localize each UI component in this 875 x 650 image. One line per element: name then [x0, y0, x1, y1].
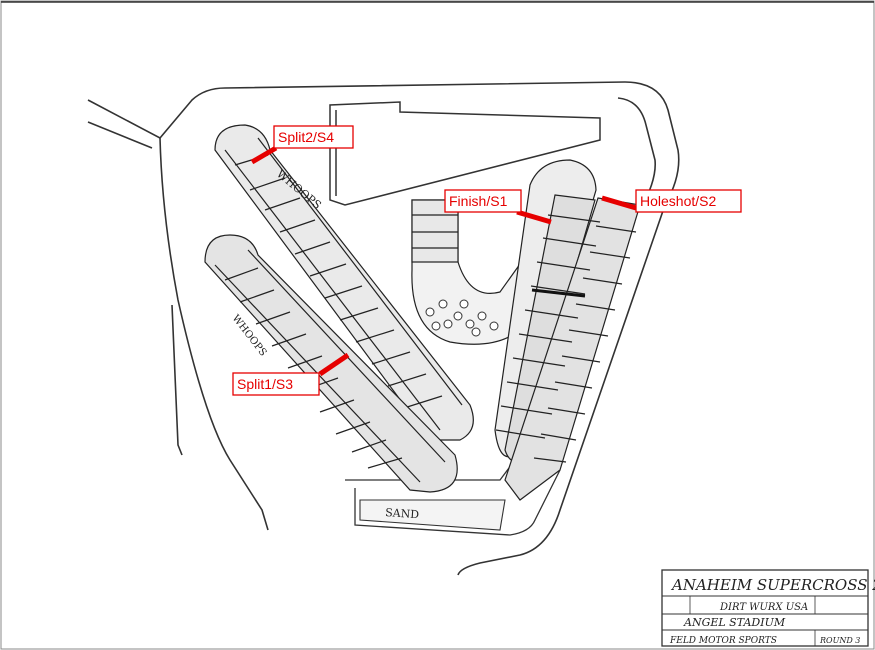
title-block-venue: ANGEL STADIUM: [683, 616, 786, 629]
stadium-wall: [87, 81, 680, 576]
title-block-round: ROUND 3: [819, 636, 860, 645]
holeshot-line: [601, 195, 637, 211]
whoops-section-upper: [214, 124, 474, 441]
marker-split1: Split1/S3: [232, 372, 320, 396]
sand-lane: [359, 499, 506, 531]
title-block-builder: DIRT WURX USA: [719, 602, 808, 613]
split2-line: [250, 145, 278, 165]
marker-holeshot-label: Holeshot/S2: [640, 193, 716, 209]
marker-finish-label: Finish/S1: [449, 193, 508, 209]
marker-split2-label: Split2/S4: [278, 129, 334, 145]
title-block: ANAHEIM SUPERCROSS 2 DIRT WURX USA ANGEL…: [661, 569, 875, 647]
marker-split1-label: Split1/S3: [237, 376, 293, 392]
tire-stack-obstacles: [425, 299, 499, 337]
whoops-ribs-upper: [234, 154, 443, 409]
straight-ribs: [495, 214, 637, 463]
marker-finish: Finish/S1: [444, 189, 522, 213]
infield-wall: [329, 101, 601, 206]
marker-split2: Split2/S4: [273, 125, 354, 149]
finish-line: [516, 209, 552, 225]
marker-holeshot: Holeshot/S2: [635, 189, 742, 213]
split1-line: [318, 352, 350, 377]
title-block-frame: [661, 569, 869, 647]
start-finish-straights: [494, 159, 641, 501]
title-block-event: ANAHEIM SUPERCROSS 2: [670, 576, 875, 594]
timing-lines: [250, 145, 637, 377]
title-block-promoter: FELD MOTOR SPORTS: [669, 636, 777, 646]
sand-label: SAND: [385, 506, 420, 521]
